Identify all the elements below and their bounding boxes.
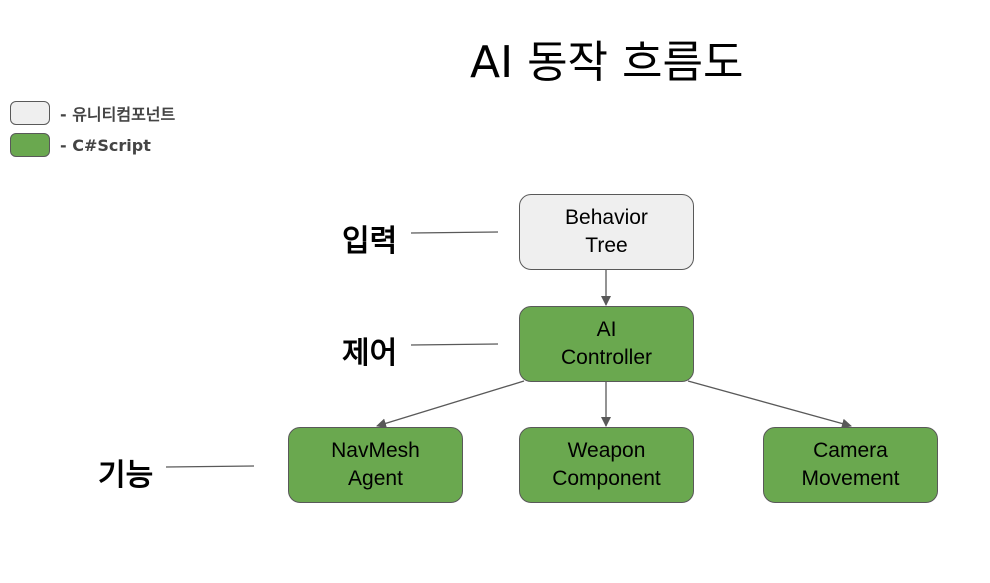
legend-swatch-unity-component — [10, 101, 50, 125]
legend-item-csharp-script: - C#Script — [10, 133, 151, 157]
node-label-line2: Agent — [348, 467, 403, 490]
layer-label-control: 제어 — [342, 336, 398, 371]
node-ai-controller[interactable]: AI Controller — [519, 306, 694, 382]
edge-ai-controller-to-camera-movement — [687, 380, 852, 429]
legend-item-unity-component: - 유니티컴포넌트 — [10, 101, 175, 125]
diagram-title: AI 동작 흐름도 — [470, 37, 744, 88]
edge-ai-controller-to-navmesh-agent — [376, 380, 525, 429]
layer-guide-function — [165, 465, 255, 468]
node-label-line2: Controller — [560, 346, 653, 369]
node-navmesh-agent[interactable]: NavMesh Agent — [288, 427, 463, 503]
node-label-line1: AI — [596, 318, 617, 341]
legend-label: - 유니티컴포넌트 — [60, 105, 176, 124]
layer-label-input: 입력 — [342, 224, 398, 259]
legend-swatch-csharp-script — [10, 133, 50, 157]
layer-label-function: 기능 — [98, 458, 154, 493]
node-label-line1: Camera — [813, 439, 888, 462]
node-label-line1: Behavior — [565, 206, 648, 229]
layer-guide-input — [410, 231, 499, 234]
layer-guide-control — [410, 343, 499, 346]
node-behavior-tree[interactable]: Behavior Tree — [519, 194, 694, 270]
node-label-line2: Component — [552, 467, 661, 490]
node-label-line2: Movement — [801, 467, 900, 490]
node-weapon-component[interactable]: Weapon Component — [519, 427, 694, 503]
node-label-line1: Weapon — [567, 439, 646, 462]
legend-label: - C#Script — [60, 135, 151, 155]
node-label-line2: Tree — [585, 234, 628, 257]
node-camera-movement[interactable]: Camera Movement — [763, 427, 938, 503]
node-label-line1: NavMesh — [331, 439, 420, 462]
